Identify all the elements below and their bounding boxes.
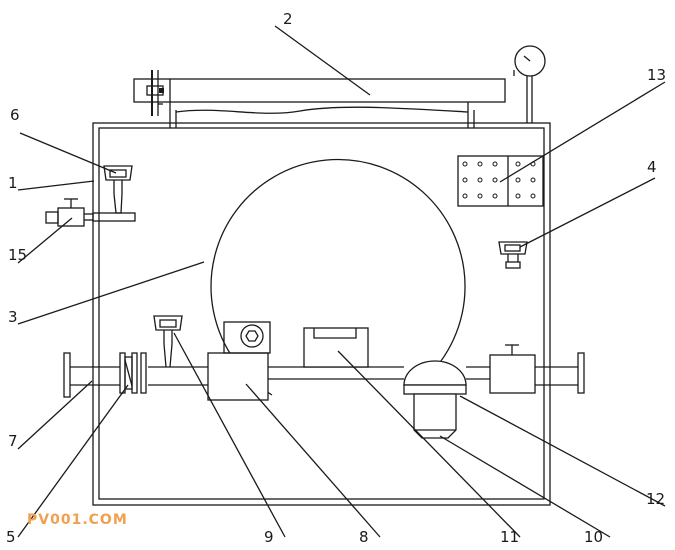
label-8: 8 [359, 528, 369, 546]
label-10: 10 [584, 528, 603, 546]
watermark: PV001.COM [27, 512, 128, 528]
box-11 [303, 327, 369, 368]
label-6: 6 [10, 106, 20, 124]
spherical-tank [210, 158, 466, 396]
label-9: 9 [264, 528, 274, 546]
pump-8 [207, 321, 271, 401]
top-pressure-gauge [513, 45, 546, 123]
label-7: 7 [8, 432, 18, 450]
label-2: 2 [283, 10, 293, 28]
top-beam [133, 70, 506, 128]
label-12: 12 [646, 490, 665, 508]
filter-10-12 [403, 360, 467, 439]
leader-lines [17, 25, 666, 538]
label-1: 1 [8, 174, 18, 192]
label-11: 11 [500, 528, 519, 546]
label-15: 15 [8, 246, 27, 264]
label-3: 3 [8, 308, 18, 326]
control-panel [457, 155, 544, 207]
part-labels: 1 2 3 4 5 6 7 8 9 10 11 12 13 15 [6, 10, 666, 546]
right-valve [489, 344, 536, 394]
label-4: 4 [647, 158, 657, 176]
label-5: 5 [6, 528, 16, 546]
sensor-9 [153, 315, 183, 368]
label-13: 13 [647, 66, 666, 84]
frame [92, 122, 551, 506]
butterfly-valve-5 [119, 352, 147, 394]
sensor-4 [498, 241, 528, 269]
side-valve-15 [45, 198, 93, 227]
sensor-6 [92, 165, 136, 222]
